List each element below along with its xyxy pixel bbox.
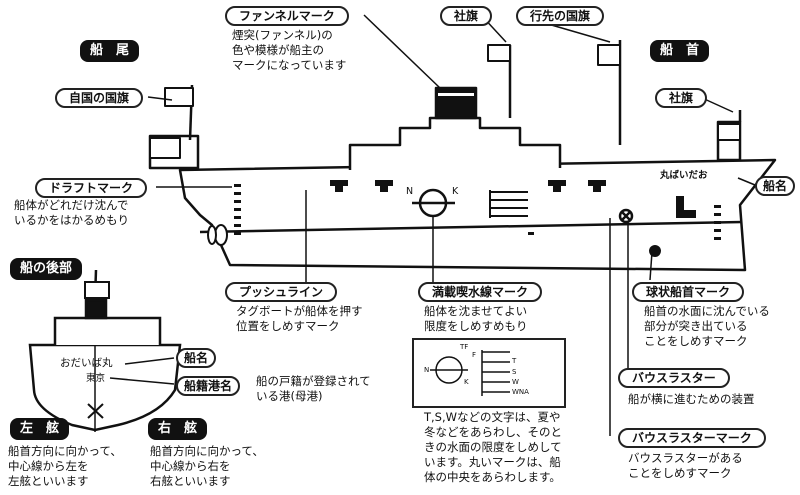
port-description: 船首方向に向かって、 中心線から左を 左舷といいます xyxy=(8,444,122,488)
bow-thruster-mark-label: バウスラスターマーク xyxy=(618,428,766,448)
funnel xyxy=(434,86,478,120)
flag-aft xyxy=(164,87,194,107)
funnel-mark-description: 煙突(ファンネル)の 色や模様が船主の マークになっています xyxy=(232,28,347,72)
mark-wna: WNA xyxy=(512,388,529,396)
ship-name-label: 船名 xyxy=(755,176,796,196)
bulbous-bow-mark xyxy=(676,196,696,218)
draft-marks-fore xyxy=(528,205,721,240)
mark-t: T xyxy=(512,357,517,365)
bow-company-flag-label: 社旗 xyxy=(655,88,708,108)
load-line-marks-hull xyxy=(489,190,528,218)
stern-port-name: 東京 xyxy=(86,373,106,384)
load-line-detail: TF F T S W WNA N K xyxy=(412,338,566,408)
bow-thruster-mark-description: バウスラスターがある ことをしめすマーク xyxy=(628,451,743,480)
funnel-stripe xyxy=(438,93,474,96)
load-line-mark-description: 船体を沈ませてよい 限度をしめすめもり xyxy=(424,304,528,333)
bow-header: 船 首 xyxy=(650,40,710,62)
bulbous-bow-mark-description: 船首の水面に沈んでいる 部分が突き出ている ことをしめすマーク xyxy=(644,304,770,348)
home-flag-label: 自国の国旗 xyxy=(55,88,144,108)
stern-ship-name-label: 船名 xyxy=(176,348,217,368)
stern-ship-name: おだいば丸 xyxy=(60,357,113,369)
draft-marks-aft xyxy=(234,184,241,235)
superstructure xyxy=(348,116,562,170)
mark-w: W xyxy=(512,378,519,386)
plimsoll-letter-n: N xyxy=(406,186,414,197)
mark-f: F xyxy=(472,351,477,359)
bulbous-bow-mark-label: 球状船首マーク xyxy=(632,282,745,302)
starboard-header: 右 舷 xyxy=(148,418,208,440)
draft-mark-description: 船体がどれだけ沈んで いるかをはかるめもり xyxy=(14,198,129,227)
starboard-description: 船首方向に向かって、 中心線から右を 右舷といいます xyxy=(150,444,264,488)
propeller xyxy=(207,224,228,246)
draft-mark-label: ドラフトマーク xyxy=(35,178,148,198)
company-flag-top xyxy=(487,44,511,62)
home-flag xyxy=(149,137,181,159)
port-of-registry-description: 船の戸籍が登録されて いる港(母港) xyxy=(256,374,371,403)
load-line-mark-label: 満載喫水線マーク xyxy=(418,282,543,302)
destination-flag-label: 行先の国旗 xyxy=(516,6,605,26)
hull-ship-name: 丸ばいだお xyxy=(660,170,708,181)
port-header: 左 舷 xyxy=(10,418,70,440)
waterline xyxy=(199,220,743,234)
bow-thruster-label: バウスラスター xyxy=(618,368,730,388)
stern-view xyxy=(28,269,182,432)
destination-flag xyxy=(597,44,621,66)
detail-letter-n: N xyxy=(424,366,430,374)
bow-thruster-mark xyxy=(618,208,634,224)
bow-thruster xyxy=(649,245,661,257)
plimsoll-letter-k: K xyxy=(452,186,459,197)
push-line-description: タグボートが船体を押す 位置をしめすマーク xyxy=(236,304,363,333)
bow-thruster-description: 船が横に進むための装置 xyxy=(628,392,755,406)
push-line-label: プッシュライン xyxy=(225,282,338,302)
funnel-mark-label: ファンネルマーク xyxy=(225,6,349,26)
company-flag-bow xyxy=(717,123,741,141)
company-flag-label: 社旗 xyxy=(440,6,493,26)
mark-s: S xyxy=(512,368,517,376)
detail-letter-k: K xyxy=(464,378,469,386)
stern-section-header: 船の後部 xyxy=(10,258,83,280)
hull xyxy=(178,158,777,272)
load-line-note: T,S,Wなどの文字は、夏や 冬などをあらわし、そのと きの水面の限度をしめして… xyxy=(424,410,562,484)
port-of-registry-label: 船籍港名 xyxy=(176,376,241,396)
push-line-marks xyxy=(330,180,606,192)
stern-header: 船 尾 xyxy=(80,40,140,62)
mark-tf: TF xyxy=(460,343,469,351)
